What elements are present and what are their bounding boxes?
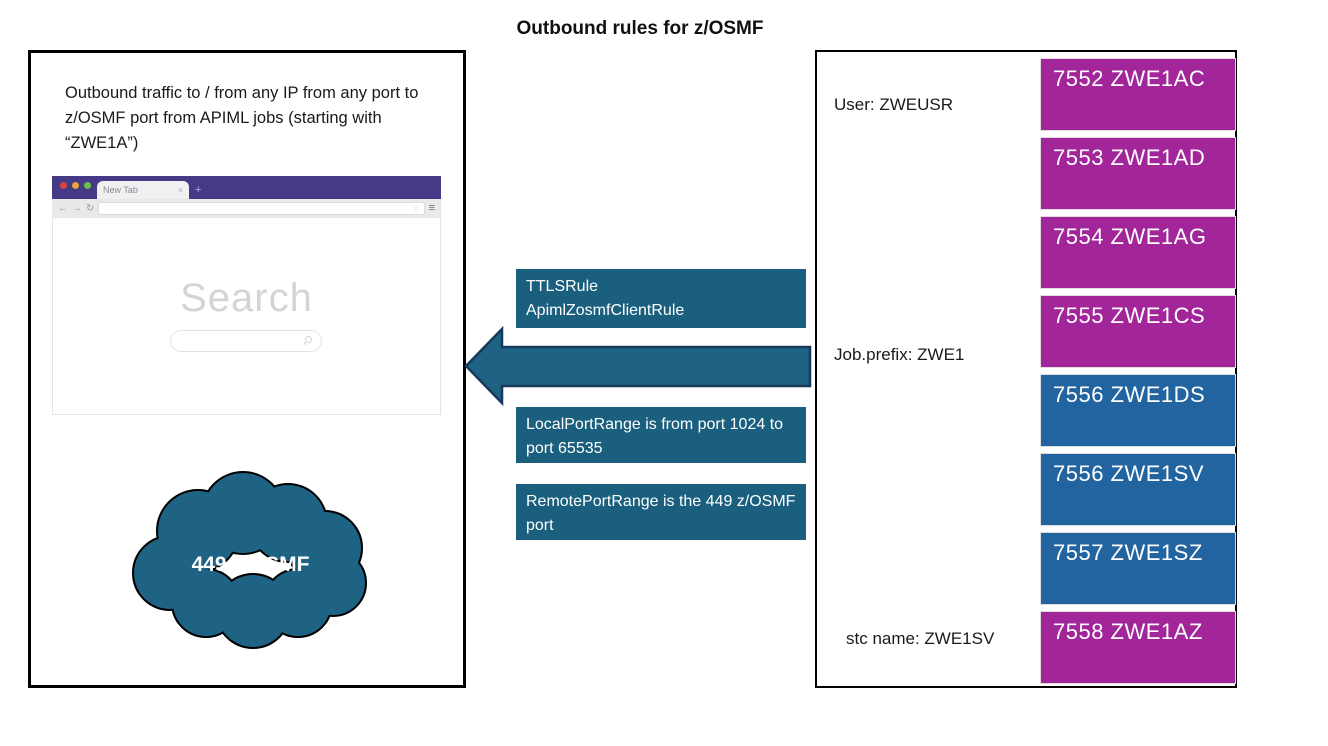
job-label: 7556 ZWE1DS — [1053, 382, 1206, 407]
back-icon: ← — [58, 202, 68, 214]
job-box: 7553 ZWE1AD — [1040, 137, 1236, 210]
remote-port-range-box: RemotePortRange is the 449 z/OSMF port — [516, 484, 806, 540]
window-control-dots — [60, 182, 91, 189]
stc-name-label: stc name: ZWE1SV — [846, 629, 995, 648]
browser-tab-label: New Tab — [103, 185, 138, 195]
browser-address-bar: ← → ↻ ☆ ≡ — [52, 199, 441, 218]
search-page-heading: Search — [180, 276, 313, 320]
browser-page-area: Search — [52, 218, 441, 415]
job-box: 7556 ZWE1DS — [1040, 374, 1236, 447]
job-label: 7556 ZWE1SV — [1053, 461, 1205, 486]
minimize-window-icon — [72, 182, 79, 189]
outbound-traffic-description: Outbound traffic to / from any IP from a… — [65, 84, 419, 152]
search-input — [170, 330, 322, 352]
browser-tab: New Tab × — [97, 181, 189, 199]
remote-port-range-text: RemotePortRange is the 449 z/OSMF port — [526, 493, 796, 534]
job-label: 7555 ZWE1CS — [1053, 303, 1206, 328]
outbound-arrow — [462, 325, 814, 407]
tab-close-icon: × — [178, 185, 183, 195]
forward-icon: → — [72, 202, 82, 214]
job-box: 7558 ZWE1AZ — [1040, 611, 1236, 684]
bookmark-star-icon: ☆ — [412, 203, 420, 213]
outbound-traffic-panel: Outbound traffic to / from any IP from a… — [28, 50, 466, 688]
job-box: 7556 ZWE1SV — [1040, 453, 1236, 526]
browser-menu-icon: ≡ — [428, 202, 435, 214]
job-box: 7557 ZWE1SZ — [1040, 532, 1236, 605]
job-box: 7552 ZWE1AC — [1040, 58, 1236, 131]
ttls-rule-line2: ApimlZosmfClientRule — [526, 302, 685, 319]
new-tab-icon: + — [195, 184, 202, 196]
cloud-port-label: 449 z/OSMF — [191, 553, 310, 576]
zosmf-cloud: 449 z/OSMF — [118, 453, 383, 653]
browser-title-bar: New Tab × + — [52, 176, 441, 199]
url-input: ☆ — [98, 202, 425, 215]
ttls-rule-box: TTLSRule ApimlZosmfClientRule — [516, 269, 806, 328]
job-box: 7555 ZWE1CS — [1040, 295, 1236, 368]
left-arrow-icon — [464, 325, 812, 407]
job-label: 7557 ZWE1SZ — [1053, 540, 1203, 565]
maximize-window-icon — [84, 182, 91, 189]
search-icon — [305, 336, 312, 343]
page-title: Outbound rules for z/OSMF — [516, 18, 764, 39]
reload-icon: ↻ — [86, 202, 95, 214]
job-label: 7552 ZWE1AC — [1053, 66, 1206, 91]
cloud-shape-svg — [132, 471, 367, 649]
local-port-range-box: LocalPortRange is from port 1024 to port… — [516, 407, 806, 463]
job-label: 7558 ZWE1AZ — [1053, 619, 1203, 644]
job-box: 7554 ZWE1AG — [1040, 216, 1236, 289]
job-label: 7554 ZWE1AG — [1053, 224, 1207, 249]
job-label: 7553 ZWE1AD — [1053, 145, 1206, 170]
ttls-rule-line1: TTLSRule — [526, 278, 599, 295]
job-list: 7552 ZWE1AC 7553 ZWE1AD 7554 ZWE1AG 7555… — [1040, 58, 1236, 690]
user-label: User: ZWEUSR — [834, 95, 953, 114]
browser-mockup: New Tab × + ← → ↻ ☆ ≡ Search — [52, 176, 441, 415]
job-prefix-label: Job.prefix: ZWE1 — [834, 345, 965, 364]
local-port-range-text: LocalPortRange is from port 1024 to port… — [526, 416, 784, 457]
apiml-jobs-panel: User: ZWEUSR Job.prefix: ZWE1 stc name: … — [815, 50, 1237, 688]
close-window-icon — [60, 182, 67, 189]
